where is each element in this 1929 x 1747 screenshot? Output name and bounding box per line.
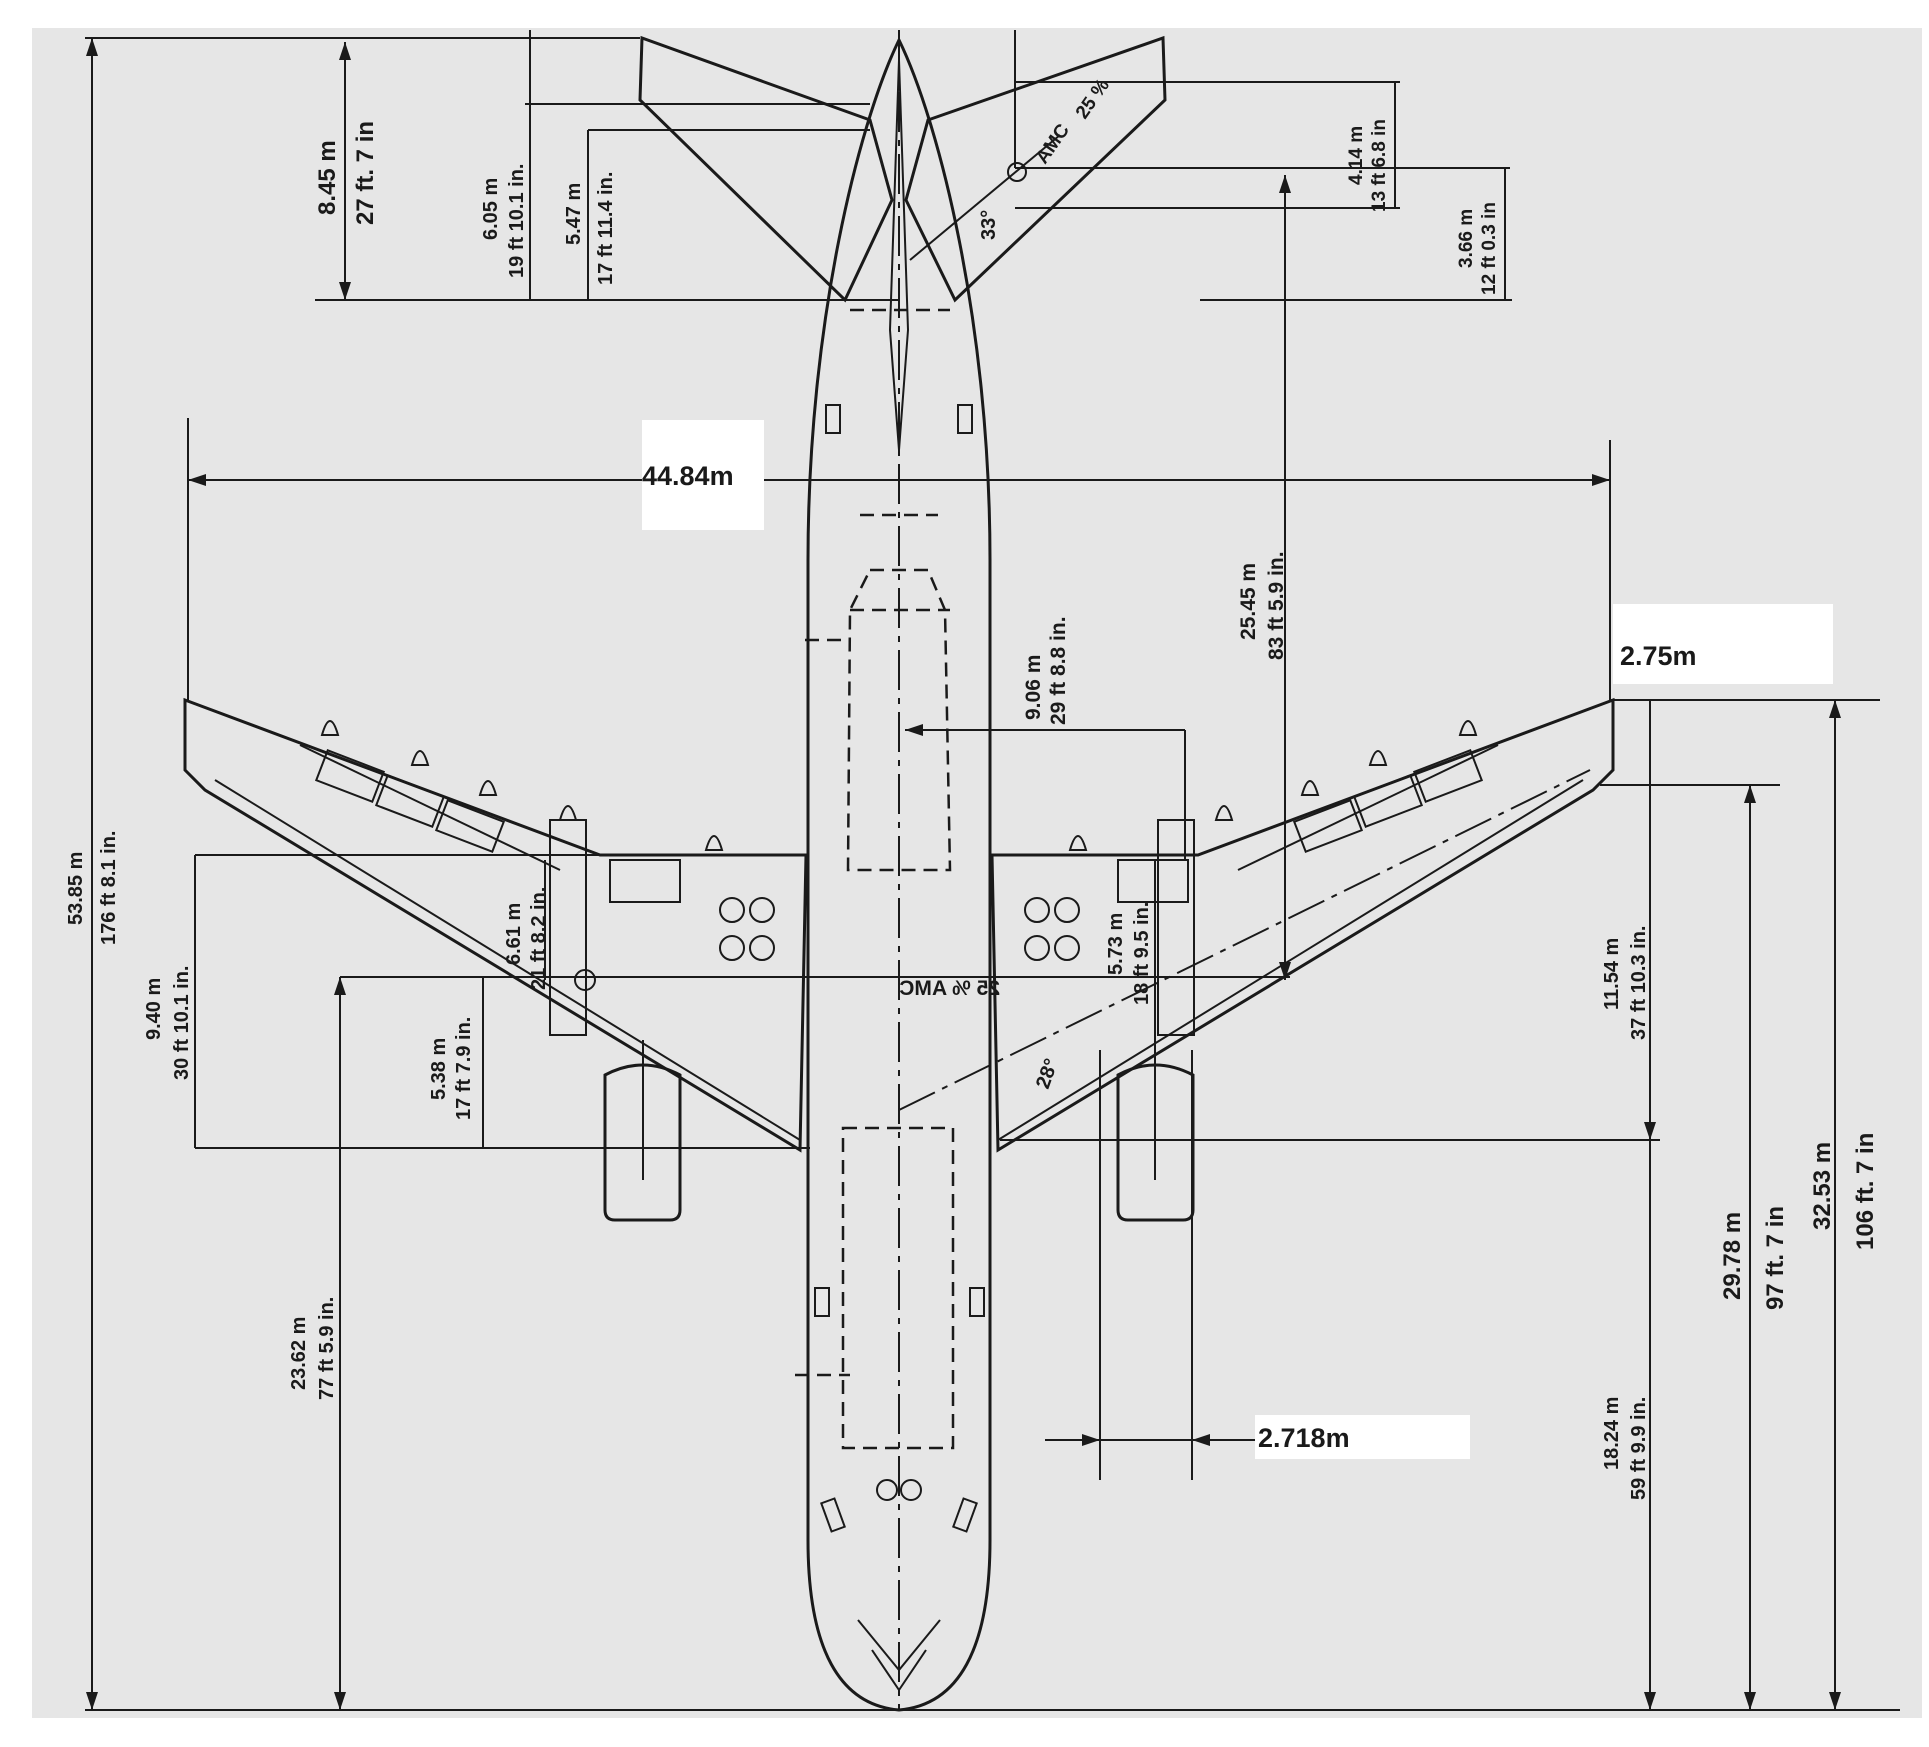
overall-length-m: 53.85 m: [65, 852, 87, 925]
wing-box-m: 9.06 m: [1022, 655, 1045, 720]
tail-right-bot-ft: 12 ft 0.3 in: [1479, 202, 1500, 295]
tail-a-m: 6.05 m: [480, 178, 502, 240]
right-b-m: 18.24 m: [1601, 1397, 1623, 1470]
engine-spacing-label: 2.718m: [1258, 1423, 1350, 1453]
doors: [814, 404, 985, 1533]
tail-right-top-ft: 13 ft 6.8 in: [1369, 119, 1390, 212]
root-chord-ft: 21 ft 8.2 in.: [528, 887, 550, 990]
dimension-arrows: [86, 38, 1841, 1710]
tip-chord-label-box: [1613, 604, 1833, 684]
wing-box-ft: 29 ft 8.8 in.: [1047, 616, 1070, 725]
nose-wing-ft: 77 ft 5.9 in.: [316, 1297, 338, 1400]
tail-angle: 33°: [978, 210, 1000, 240]
root-right-ft: 18 ft 9.5 in.: [1131, 902, 1153, 1005]
wing-amc: 25 % AMC: [899, 977, 1000, 1000]
root-left2-ft: 17 ft 7.9 in.: [453, 1017, 475, 1120]
tail-assembly: [638, 35, 1167, 451]
tail-a-ft: 19 ft 10.1 in.: [506, 164, 528, 279]
root-chord-m: 6.61 m: [503, 903, 525, 965]
left-engine: [603, 1040, 682, 1222]
cargo-holds: [795, 513, 955, 1450]
engine-spacing-label-box: [1255, 1415, 1470, 1459]
mac-pos-m: 25.45 m: [1237, 563, 1260, 640]
right-c-ft: 97 ft. 7 in: [1762, 1206, 1789, 1310]
overall-length-ft: 176 ft 8.1 in.: [98, 831, 120, 946]
tail-b-m: 5.47 m: [563, 183, 585, 245]
tail-right-top-m: 4.14 m: [1346, 126, 1367, 185]
right-a-m: 11.54 m: [1601, 938, 1623, 1010]
dimension-labels: 44.84m 2.75m 2.718m 8.45 m 27 ft. 7 in 6…: [65, 75, 1879, 1500]
tail-right-bot-m: 3.66 m: [1456, 209, 1477, 268]
root-left2-m: 5.38 m: [428, 1038, 450, 1100]
root-left-ft: 30 ft 10.1 in.: [171, 966, 193, 1081]
flap-fairings: [320, 720, 1478, 851]
root-left-m: 9.40 m: [143, 978, 165, 1040]
tip-chord-label: 2.75m: [1620, 641, 1697, 671]
tail-b-ft: 17 ft 11.4 in.: [595, 172, 617, 285]
right-d-ft: 106 ft. 7 in: [1852, 1133, 1879, 1250]
dimension-lines: [85, 30, 1900, 1711]
tail-height-m: 8.45 m: [314, 140, 341, 215]
mac-pos-ft: 83 ft 5.9 in.: [1265, 551, 1288, 660]
paper-background: [32, 28, 1922, 1718]
landing-gear: [719, 897, 1080, 1501]
right-wing: [990, 697, 1615, 1153]
right-b-ft: 59 ft 9.9 in.: [1628, 1397, 1650, 1500]
span-label: 44.84m: [642, 461, 734, 491]
span-label-box: [642, 420, 764, 530]
right-c-m: 29.78 m: [1719, 1212, 1746, 1300]
root-right-m: 5.73 m: [1105, 913, 1127, 975]
right-a-ft: 37 ft 10.3 in.: [1628, 926, 1650, 1041]
tail-height-ft: 27 ft. 7 in: [352, 121, 379, 225]
nose-wing-m: 23.62 m: [288, 1317, 310, 1390]
right-d-m: 32.53 m: [1809, 1142, 1836, 1230]
